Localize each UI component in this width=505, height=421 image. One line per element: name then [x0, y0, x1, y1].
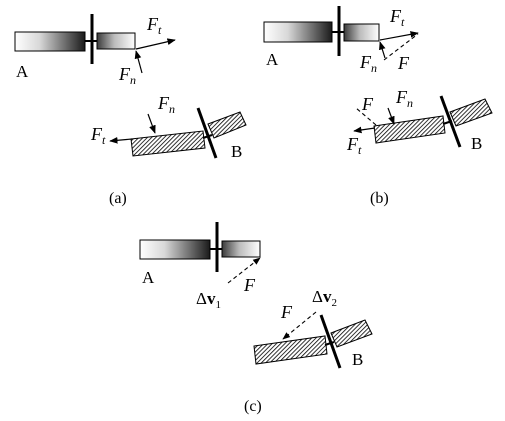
- body-a-label: A: [142, 268, 155, 287]
- body-a-label: A: [266, 50, 279, 69]
- resultant-force-label-b: F: [397, 53, 410, 73]
- panel-b-caption: (b): [370, 190, 389, 207]
- panel-c-caption: (c): [244, 398, 262, 415]
- body-a-rod: [263, 6, 380, 56]
- panel-c: A F Δv1 Δv2 F B (c): [139, 222, 373, 415]
- resultant-force-line-b-lower: [355, 107, 377, 126]
- body-a-rod: [14, 14, 136, 64]
- impulse-force-line-c-lower: [282, 311, 317, 340]
- normal-force-label-a-lower: Fn: [157, 93, 175, 116]
- normal-force-label-b-lower: Fn: [395, 87, 413, 110]
- tangential-force-label-b: Ft: [389, 6, 405, 29]
- body-b-label: B: [352, 350, 363, 369]
- normal-force-arrow-a-lower: [147, 113, 156, 134]
- normal-force-label-b: Fn: [359, 52, 377, 75]
- normal-force-arrow-a: [134, 50, 143, 74]
- tangential-force-arrow-b: [379, 31, 419, 41]
- body-b-rod: [373, 95, 493, 148]
- force-label-c-upper: F: [243, 275, 256, 295]
- tangential-force-arrow-b-lower: [353, 126, 376, 134]
- body-b-rod: [253, 314, 373, 369]
- normal-force-label-a: Fn: [118, 64, 136, 87]
- normal-force-arrow-b: [379, 41, 386, 59]
- panel-a-caption: (a): [109, 190, 127, 207]
- tangential-force-label-a-lower: Ft: [90, 124, 106, 147]
- tangential-force-arrow-a: [135, 38, 176, 50]
- resultant-force-line-b: [383, 33, 419, 61]
- tangential-force-label-b-lower: Ft: [346, 134, 362, 157]
- force-label-c-lower: F: [280, 302, 293, 322]
- tangential-force-label-a: Ft: [146, 14, 162, 37]
- body-a-label: A: [16, 62, 29, 81]
- panel-b: A Ft Fn F F Fn Ft B (b): [263, 6, 493, 207]
- normal-force-arrow-b-lower: [387, 107, 395, 125]
- delta-v1-label: Δv1: [196, 289, 221, 311]
- resultant-force-label-b-lower: F: [361, 94, 374, 114]
- body-b-rod: [130, 107, 247, 159]
- body-b-label: B: [471, 134, 482, 153]
- body-a-rod: [139, 222, 261, 272]
- panel-a: A Ft Fn Fn Ft B (a): [14, 14, 247, 207]
- tangential-force-arrow-a-lower: [109, 136, 133, 144]
- body-b-label: B: [231, 142, 242, 161]
- delta-v2-label: Δv2: [312, 287, 337, 309]
